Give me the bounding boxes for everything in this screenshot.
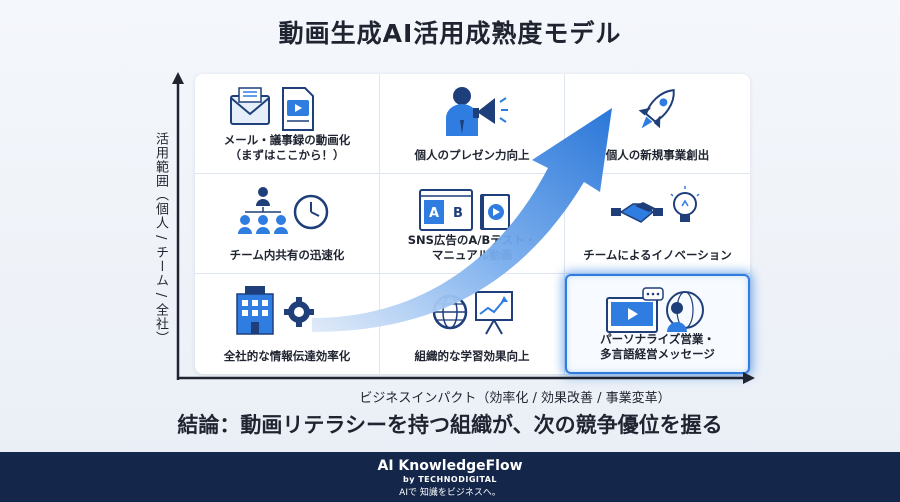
team-org-icon — [238, 187, 288, 234]
footer: AI KnowledgeFlow by TECHNODIGITAL AIで 知識… — [0, 452, 900, 502]
globe-icon — [432, 294, 468, 330]
cell-email-minutes: メール・議事録の動画化 （まずはここから！） — [195, 74, 380, 174]
cell-label: メール・議事録の動画化 （まずはここから！） — [223, 133, 351, 162]
cell-label: チームによるイノベーション — [583, 248, 732, 262]
x-axis-label: ビジネスインパクト（効率化 / 効果改善 / 事業変革） — [359, 391, 671, 406]
page-title: 動画生成AI活用成熟度モデル — [278, 19, 622, 48]
video-document-icon — [282, 87, 314, 131]
cell-personalized-sales-highlighted: パーソナライズ営業・ 多言語経営メッセージ — [565, 274, 750, 374]
cell-company-communication: 全社的な情報伝達効率化 — [195, 274, 380, 374]
cell-organizational-learning: 組織的な学習効果向上 — [380, 274, 565, 374]
maturity-grid: メール・議事録の動画化 （まずはここから！） 個人のプレゼン力向上 — [195, 74, 750, 374]
footer-byline: by TECHNODIGITAL — [403, 475, 497, 484]
cell-new-business: 個人の新規事業創出 — [565, 74, 750, 174]
cell-presentation: 個人のプレゼン力向上 — [380, 74, 565, 174]
cell-label: SNS広告のA/Bテスト・ マニュアル動画 — [407, 233, 537, 262]
rocket-icon — [638, 88, 675, 129]
presenter-megaphone-icon — [446, 87, 508, 136]
cell-team-sharing: チーム内共有の迅速化 — [195, 174, 380, 274]
ab-test-icon: A B — [419, 189, 473, 231]
manual-video-icon — [480, 194, 510, 230]
gear-icon — [284, 297, 314, 327]
conclusion-text: 結論：動画リテラシーを持つ組織が、次の競争優位を握る — [177, 413, 723, 437]
svg-text:A: A — [429, 206, 439, 221]
cell-label: チーム内共有の迅速化 — [229, 248, 345, 262]
footer-brand: AI KnowledgeFlow — [377, 458, 523, 474]
cell-label: 個人の新規事業創出 — [605, 148, 710, 162]
cell-label: パーソナライズ営業・ 多言語経営メッセージ — [600, 332, 715, 361]
cell-team-innovation: チームによるイノベーション — [565, 174, 750, 274]
footer-tagline: AIで 知識をビジネスへ。 — [399, 488, 501, 498]
video-chat-icon — [606, 287, 664, 333]
clock-icon — [293, 194, 329, 230]
cell-sns-ab-test: A B SNS広告のA/Bテスト・ マニュアル動画 — [380, 174, 565, 274]
business-globe-icon — [666, 291, 704, 332]
y-axis-label: 活用範囲（個人 / チーム / 全社） — [153, 132, 168, 346]
lightbulb-icon — [670, 186, 700, 222]
handshake-icon — [611, 202, 663, 223]
chart-board-icon — [475, 291, 513, 335]
cell-label: 全社的な情報伝達効率化 — [223, 349, 351, 363]
building-icon — [236, 286, 274, 335]
envelope-icon — [230, 87, 270, 125]
svg-text:B: B — [453, 206, 463, 221]
cell-label: 組織的な学習効果向上 — [414, 349, 530, 363]
cell-label: 個人のプレゼン力向上 — [414, 148, 530, 162]
